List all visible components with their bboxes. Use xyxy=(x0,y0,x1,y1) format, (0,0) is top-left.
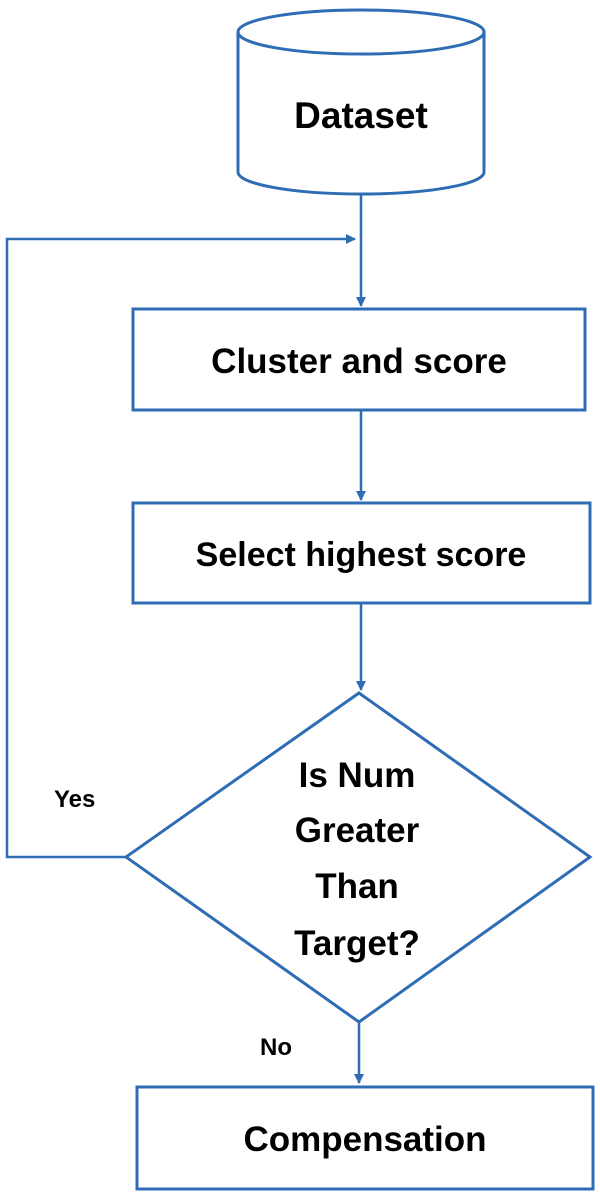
no-label: No xyxy=(260,1034,292,1061)
decision-line-2: Greater xyxy=(295,811,420,850)
compensation-label: Compensation xyxy=(243,1120,486,1159)
decision-line-4: Target? xyxy=(294,924,420,963)
cluster-node: Cluster and score xyxy=(131,307,587,412)
decision-diamond xyxy=(123,691,593,1024)
decision-line-1: Is Num xyxy=(299,756,416,795)
decision-line-3: Than xyxy=(315,867,399,906)
compensation-box xyxy=(135,1085,595,1191)
dataset-node: Dataset xyxy=(236,8,486,196)
cluster-box xyxy=(131,307,587,412)
dataset-label: Dataset xyxy=(294,95,428,136)
yes-label: Yes xyxy=(54,786,95,813)
select-node: Select highest score xyxy=(131,501,592,605)
cluster-label: Cluster and score xyxy=(211,342,507,381)
edge-yes-loop xyxy=(5,234,356,859)
decision-node: Is Num Greater Than Target? xyxy=(123,691,593,1024)
select-box xyxy=(131,501,592,605)
select-label: Select highest score xyxy=(196,536,527,574)
compensation-node: Compensation xyxy=(135,1085,595,1191)
dataset-cylinder-top xyxy=(236,8,486,56)
